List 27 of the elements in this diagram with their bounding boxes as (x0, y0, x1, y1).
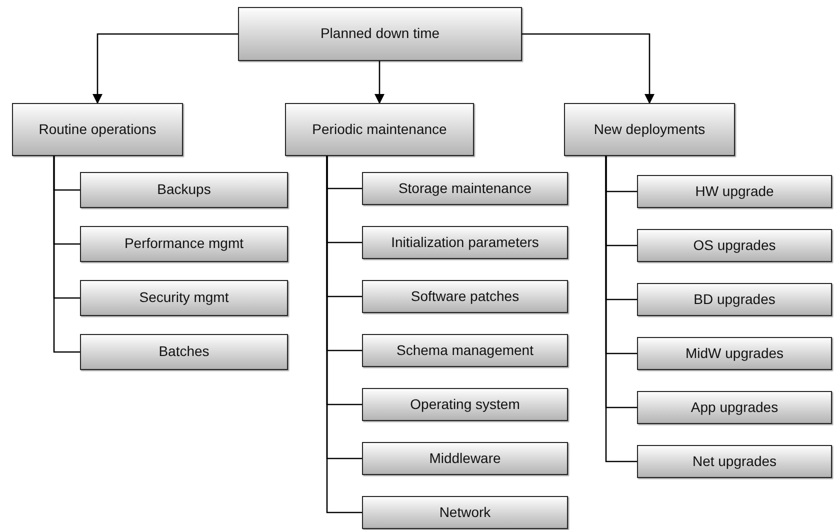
arrow (92, 33, 238, 104)
process-box: Performance mgmt (80, 226, 288, 262)
process-box: Storage maintenance (362, 172, 568, 205)
process-box: OS upgrades (637, 229, 832, 262)
process-box: Schema management (362, 334, 568, 367)
process-box: Planned down time (238, 7, 522, 61)
process-box: BD upgrades (637, 283, 832, 316)
process-box: Security mgmt (80, 280, 288, 316)
process-box: Network (362, 496, 568, 529)
process-box: Middleware (362, 442, 568, 475)
process-box: Backups (80, 172, 288, 208)
process-box: Batches (80, 334, 288, 370)
process-box: HW upgrade (637, 175, 832, 208)
connector-line (326, 156, 362, 514)
process-box: New deployments (564, 103, 735, 156)
arrow (374, 61, 384, 104)
connector-line (53, 156, 80, 353)
process-box: Routine operations (12, 103, 183, 156)
process-box: Periodic maintenance (285, 103, 474, 156)
arrow (522, 33, 654, 104)
process-box: Net upgrades (637, 445, 832, 478)
process-box: Operating system (362, 388, 568, 421)
process-box: MidW upgrades (637, 337, 832, 370)
process-box: Software patches (362, 280, 568, 313)
process-box: Initialization parameters (362, 226, 568, 259)
connector-line (605, 156, 637, 462)
process-box: App upgrades (637, 391, 832, 424)
